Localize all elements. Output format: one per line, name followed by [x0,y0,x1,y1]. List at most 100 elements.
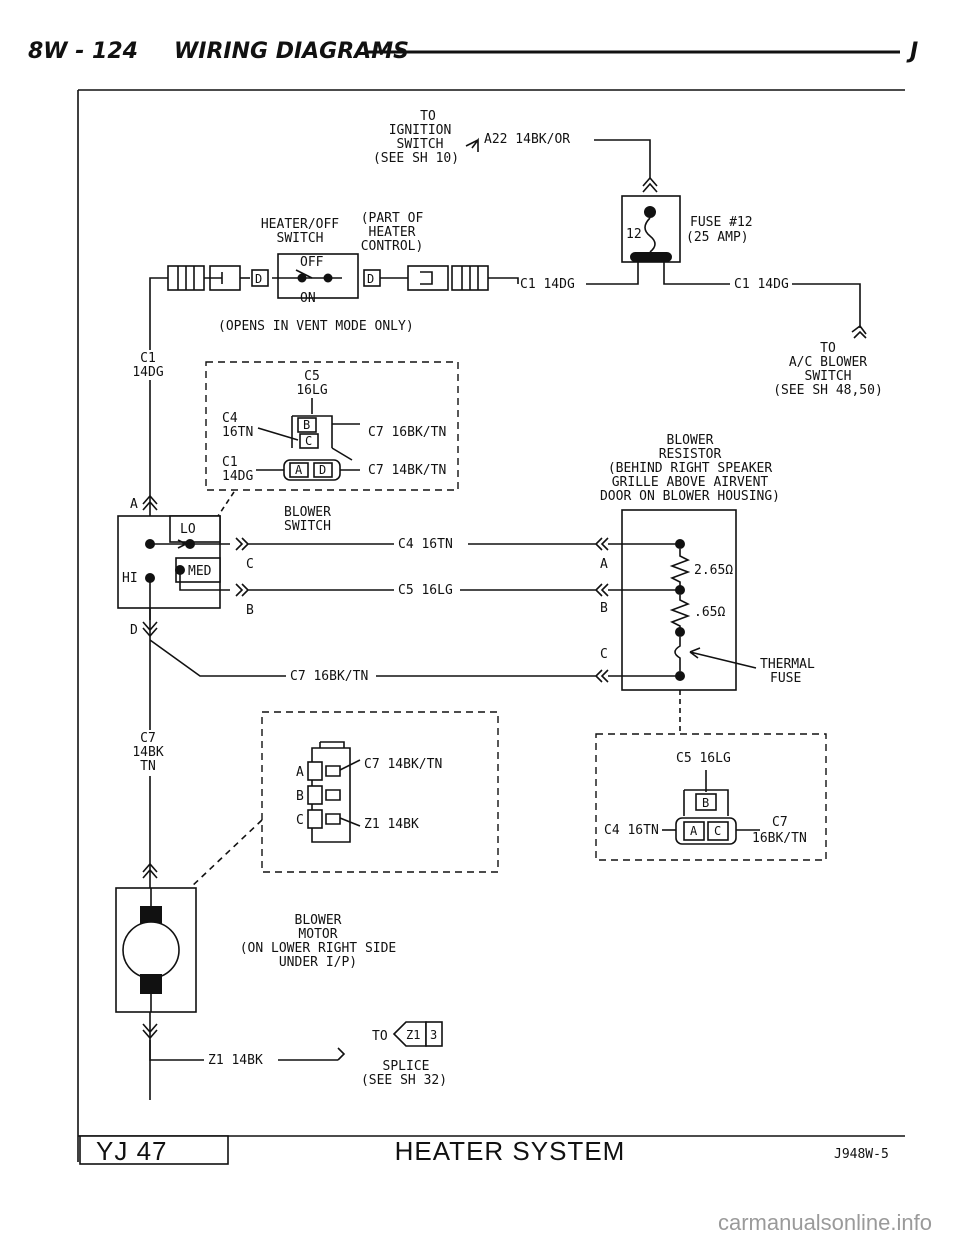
motor-connector-chevron-top [142,862,158,879]
switch-pin-right: D [367,272,374,286]
blower-switch-pos-lo: LO [180,522,196,537]
switch-pos-off: OFF [300,255,324,270]
blower-switch-name: BLOWER SWITCH [284,505,331,534]
svg-text:16BK/TN: 16BK/TN [752,831,807,846]
rc-cavity-a: A [690,824,698,838]
svg-text:C1: C1 [140,351,156,366]
mc-body [307,741,351,843]
svg-text:DOOR ON BLOWER HOUSING): DOOR ON BLOWER HOUSING) [600,489,780,504]
svg-text:CONTROL): CONTROL) [361,239,424,254]
svg-text:C7: C7 [772,815,788,830]
wire-a22-label: A22 14BK/OR [484,132,570,147]
bsc-c7-top-lead [331,423,360,461]
wire-c4-label: C4 16TN [398,537,453,552]
svg-text:SPLICE: SPLICE [383,1059,430,1074]
rc-cavity-c: C [714,824,721,838]
svg-text:C4: C4 [222,411,238,426]
blower-switch-chevron-a [142,494,158,511]
resistor-r1 [669,549,691,586]
bsc-c7-top: C7 16BK/TN [368,425,446,440]
fuse-element [644,217,656,253]
bsc-cavity-c: C [305,434,312,448]
wire-c1-left-label-front: C1 14DG [132,351,163,380]
svg-text:(SEE SH 32): (SEE SH 32) [361,1073,447,1088]
resistor-node-b [675,585,685,595]
fuse-rating: (25 AMP) [686,230,749,245]
mc-wire-bottom: Z1 14BK [364,817,419,832]
blower-switch-wiper [150,539,188,549]
mc-wire-top: C7 14BK/TN [364,757,442,772]
ignition-switch-reference: TO IGNITION SWITCH (SEE SH 10) [373,109,459,166]
blower-switch-med-path [179,570,224,591]
blower-switch-pin-a: A [130,497,138,512]
rc-c4-label: C4 16TN [604,823,659,838]
wire-c1-to-switch [586,262,639,285]
switch-vent-note: (OPENS IN VENT MODE ONLY) [218,319,414,334]
footer-code: J948W-5 [834,1147,889,1162]
blower-switch-chevron-d [142,621,158,638]
switch-contact-right [323,273,333,283]
blower-switch-pos-hi: HI [122,571,138,586]
switch-connector-left [167,265,241,291]
blower-switch-pin-b: B [246,603,254,618]
bsc-c5-label: C5 16LG [296,369,327,398]
c1-label-mask [126,350,172,380]
blower-switch-connector-outline [205,361,459,491]
switch-arm [295,269,313,279]
svg-text:14BK: 14BK [132,745,163,760]
svg-text:BLOWER: BLOWER [284,505,331,520]
thermal-fuse-pointer [689,647,757,669]
switch-pin-left: D [255,272,262,286]
bsc-body [283,415,341,481]
bsc-leader [217,491,235,517]
switch-connector-right [407,265,489,291]
svg-text:TO: TO [420,109,436,124]
resistor-thermal-link [674,637,681,671]
wire-c1-ac-drop [792,283,861,328]
rc-c7-label: C7 16BK/TN [752,815,807,846]
motor-connector-outline [261,711,499,873]
wire-z1-right [278,1047,346,1061]
svg-text:SWITCH: SWITCH [805,369,852,384]
svg-text:A/C BLOWER: A/C BLOWER [789,355,867,370]
resistor-r2-value: .65Ω [694,605,725,620]
splice-label: SPLICE (SEE SH 32) [361,1059,447,1088]
motor-connector-chevron-bottom [142,1023,158,1040]
svg-text:C5: C5 [304,369,320,384]
footer-model-box [79,1135,229,1165]
heater-off-switch-body [277,253,359,299]
splice-sheet-box [425,1021,443,1047]
wire-c7-left-label: C7 14BK TN [132,731,163,774]
svg-text:FUSE: FUSE [770,671,801,686]
wire-c7 [149,639,286,677]
svg-text:THERMAL: THERMAL [760,657,815,672]
bsc-cavity-a: A [295,463,303,477]
svg-text:16LG: 16LG [296,383,327,398]
bsc-cavity-d: D [319,463,326,477]
diagram-frame [77,89,905,1162]
blower-motor-brush-top [140,906,162,926]
svg-text:RESISTOR: RESISTOR [659,447,722,462]
svg-text:SWITCH: SWITCH [397,137,444,152]
wire-c5-right [460,583,680,597]
mc-cavity-b: B [296,789,304,804]
bsc-c4-label: C4 16TN [222,411,253,440]
svg-text:SWITCH: SWITCH [284,519,331,534]
wire-c1-switch-label: C1 14DG [520,277,575,292]
switch-pos-on: ON [300,291,316,306]
heater-off-switch-label: HEATER/OFF SWITCH [261,217,339,246]
fuse-name: FUSE #12 [690,215,753,230]
bsc-c7-bottom: C7 14BK/TN [368,463,446,478]
resistor-node-d [675,671,685,681]
rc-body [675,789,737,845]
svg-text:(SEE SH 10): (SEE SH 10) [373,151,459,166]
resistor-pin-b: B [600,601,608,616]
wire-c1-to-ac [663,262,730,285]
resistor-pin-c: C [600,647,608,662]
bsc-cavity-b: B [303,418,310,432]
svg-text:(PART OF: (PART OF [361,211,424,226]
heater-control-note: (PART OF HEATER CONTROL) [361,211,424,254]
wire-a22 [594,139,651,178]
splice-code: Z1 [406,1028,420,1042]
